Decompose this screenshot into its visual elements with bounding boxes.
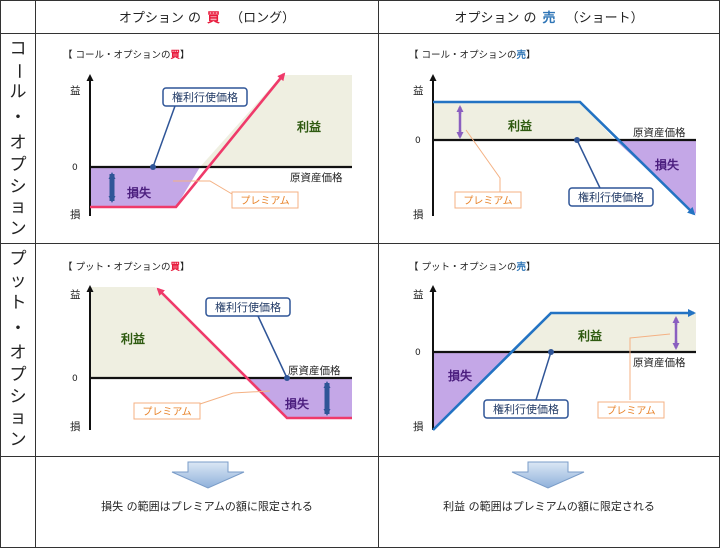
x-axis-label: 原資産価格	[633, 126, 686, 139]
gain-label: 益	[413, 84, 424, 97]
premium-label: プレミアム	[240, 195, 289, 207]
svg-text:プ: プ	[10, 249, 27, 269]
svg-text:ト: ト	[10, 293, 27, 313]
bottom-buy: 損失 の範囲はプレミアムの額に限定される	[101, 461, 313, 513]
premium-box	[231, 191, 299, 209]
gain-label: 益	[70, 84, 81, 97]
loss-label: 損失	[655, 157, 680, 172]
payoff-line	[90, 72, 286, 209]
profit-label: 利益	[578, 328, 602, 343]
svg-text:ョ: ョ	[10, 197, 27, 217]
bottom-sell: 利益 の範囲はプレミアムの額に限定される	[443, 461, 655, 513]
bottom-text: 利益 の範囲はプレミアムの額に限定される	[443, 499, 655, 513]
strike-label: 権利行使価格	[215, 300, 281, 314]
panel-title: 【 プット・オプションの売】	[409, 261, 536, 273]
profit-label: 利益	[121, 331, 145, 346]
profit-region	[433, 102, 615, 140]
panel-title: 【 プット・オプションの買】	[63, 262, 190, 273]
svg-text:プ: プ	[10, 155, 27, 175]
strike-callout	[483, 399, 569, 419]
strike-callout	[205, 297, 291, 317]
x-axis-label: 原資産価格	[290, 171, 343, 184]
loss-label: 損失	[127, 185, 152, 200]
profit-region	[511, 313, 696, 352]
svg-text:オ: オ	[10, 133, 27, 153]
loss-axis-label: 損	[413, 208, 424, 221]
svg-text:ョ: ョ	[10, 408, 27, 428]
loss-label: 損失	[285, 396, 310, 411]
bottom-text: 損失 の範囲はプレミアムの額に限定される	[101, 499, 313, 513]
panel-title: 【 コール・オプションの買】	[63, 50, 190, 61]
svg-text:ー: ー	[8, 63, 28, 80]
svg-text:ン: ン	[10, 219, 27, 239]
payoff-line	[433, 100, 696, 216]
svg-text:オ: オ	[10, 343, 27, 363]
zero-label: 0	[415, 348, 421, 358]
strike-callout	[162, 87, 248, 107]
panel-call-buy: 【 コール・オプションの買】 権利行使価格 益 0 損 原資産価格 利益 損失 …	[63, 50, 352, 221]
premium-leader	[629, 333, 671, 400]
down-arrow-icon	[511, 461, 585, 489]
svg-text:プ: プ	[10, 365, 27, 385]
svg-text:・: ・	[10, 319, 27, 339]
strike-label: 権利行使価格	[172, 90, 238, 104]
header-buy: オプション の買（ロング）	[119, 11, 295, 26]
row-label-call: コ ー ル ・ オ プ シ ョ ン	[8, 39, 28, 239]
premium-leader	[173, 180, 233, 195]
premium-box	[597, 401, 665, 419]
payoff-line	[156, 287, 352, 420]
profit-label: 利益	[297, 119, 321, 134]
svg-text:シ: シ	[10, 177, 27, 197]
svg-text:ン: ン	[10, 430, 27, 450]
zero-label: 0	[72, 163, 78, 173]
down-arrow-icon	[171, 461, 245, 489]
strike-label: 権利行使価格	[578, 190, 644, 204]
premium-leader	[465, 129, 501, 192]
panel-put-sell: 【 プット・オプションの売】 権利行使価格 益 0 損 原資産価格 利益 損失 …	[409, 261, 696, 433]
payoff-line	[432, 309, 696, 431]
zero-label: 0	[415, 136, 421, 146]
svg-text:・: ・	[10, 108, 27, 128]
loss-axis-label: 損	[70, 208, 81, 221]
strike-callout	[568, 187, 654, 207]
loss-axis-label: 損	[70, 420, 81, 433]
premium-label: プレミアム	[142, 406, 191, 418]
gain-label: 益	[70, 288, 81, 301]
svg-text:ル: ル	[10, 82, 27, 102]
profit-region	[90, 287, 246, 378]
x-axis-label: 原資産価格	[633, 356, 686, 369]
premium-label: プレミアム	[463, 195, 512, 207]
panel-put-buy: 【 プット・オプションの買】 権利行使価格 益 0 損 原資産価格 利益 損失 …	[63, 262, 352, 433]
svg-text:ッ: ッ	[10, 271, 27, 291]
panel-title: 【 コール・オプションの売】	[409, 49, 536, 61]
svg-text:シ: シ	[10, 387, 27, 407]
loss-axis-label: 損	[413, 420, 424, 433]
premium-box	[454, 191, 522, 209]
profit-region	[200, 75, 352, 167]
loss-label: 損失	[448, 368, 473, 383]
header-sell: オプション の売（ショート）	[454, 10, 643, 26]
premium-leader	[199, 390, 271, 405]
premium-box	[133, 402, 201, 420]
zero-label: 0	[72, 374, 78, 384]
premium-label: プレミアム	[606, 405, 655, 417]
gain-label: 益	[413, 288, 424, 301]
row-label-put: プ ッ ト ・ オ プ シ ョ ン	[10, 249, 27, 450]
panel-call-sell: 【 コール・オプションの売】 権利行使価格 益 0 損 原資産価格 利益 損失 …	[409, 49, 696, 221]
svg-text:コ: コ	[10, 39, 27, 59]
loss-region	[90, 167, 200, 207]
profit-label: 利益	[508, 118, 532, 133]
x-axis-label: 原資産価格	[288, 364, 341, 377]
strike-label: 権利行使価格	[493, 402, 559, 416]
